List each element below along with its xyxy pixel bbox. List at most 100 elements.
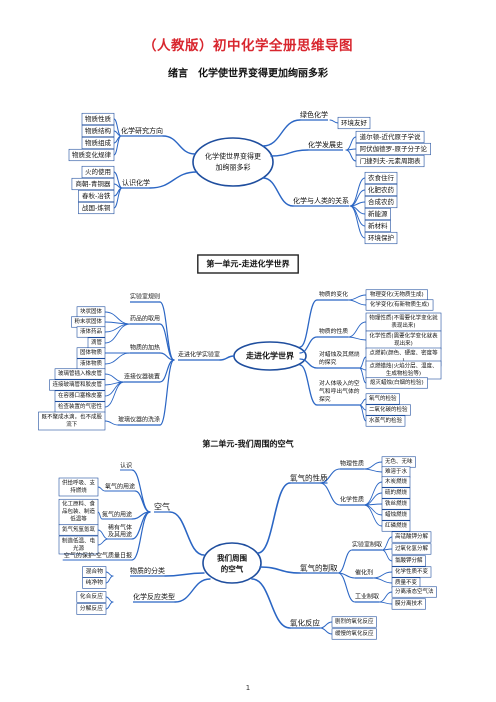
preface-leaf-line — [349, 205, 366, 239]
unit2-leaf: 低温等 — [70, 515, 87, 523]
preface-leaf-know: 战国-炼铜 — [82, 203, 111, 212]
unit2-leaf: 品包装、制造 — [62, 507, 96, 515]
preface-branch-line — [162, 135, 196, 155]
unit1-leaf: 液体药品 — [80, 327, 103, 335]
unit2-sub-label: 化学性质 — [340, 496, 364, 504]
unit2-leaf: 分离液态空气法 — [395, 587, 434, 595]
unit2-center-label: 我们周围 — [217, 553, 247, 563]
unit2-leaf-line — [319, 621, 333, 629]
unit2-leaf-box — [381, 498, 411, 510]
preface-leaf-line — [329, 119, 339, 124]
unit2-leaf: 缓慢的氧化反应 — [335, 629, 374, 637]
unit1-leaf-line — [347, 321, 367, 338]
page-number: 1 — [245, 684, 251, 692]
preface-leaf-know: 火的使用 — [85, 167, 111, 176]
preface-leaf-line — [113, 183, 123, 189]
unit1-branch-label: 气和呼出气体的 — [319, 387, 360, 395]
preface-heading: 绪言 化学使世界变得更加绚丽多彩 — [168, 67, 328, 80]
unit1-leaf: 表现出来) — [391, 321, 415, 329]
preface-branch-human: 化学与人类的关系 — [293, 196, 349, 205]
preface-leaf-human: 新能源 — [368, 209, 388, 218]
unit2-leaf-box — [58, 524, 99, 536]
unit1-leaf-box — [76, 347, 106, 359]
preface-leaf-line — [349, 201, 366, 207]
preface-leaf-human-box — [364, 171, 398, 185]
preface-leaf-history-box — [355, 142, 431, 156]
preface-branch-research: 化学研究方向 — [121, 126, 163, 135]
unit2-leaf-line — [363, 468, 383, 473]
unit2-leaf-line — [372, 577, 393, 584]
preface-leaf-human-box — [364, 207, 391, 221]
unit1-sub-label: 玻璃仪器的洗涤 — [118, 416, 160, 424]
preface-leaf-know-box — [71, 177, 115, 191]
unit2-leaf-line — [363, 461, 383, 470]
unit2-leaf: 蜡烛燃烧 — [385, 510, 408, 518]
unit2-leaf: 氦气氖氩氪氙 — [62, 525, 96, 533]
unit2-sub-label: 认识 — [120, 462, 132, 470]
unit1-leaf-line — [347, 294, 367, 301]
unit2-leaf: 光源 — [73, 544, 85, 552]
unit2-sub-label: 工业制取 — [355, 593, 379, 601]
preface-branch-know: 认识化学 — [122, 178, 150, 187]
unit2-leaf-box — [391, 555, 426, 567]
unit2-leaf: 制造低温、电 — [62, 536, 96, 544]
unit2-branch-air: 空气 — [154, 502, 170, 512]
preface-center-label: 化学使世界变得更 — [205, 152, 261, 161]
preface-leaf-human-box — [364, 231, 398, 245]
unit1-leaf: 生成物检验等) — [386, 369, 421, 377]
preface-leaf-history-box — [355, 154, 425, 168]
unit2-leaf-line — [363, 504, 383, 516]
preface-branch-line — [149, 171, 198, 189]
unit2-sub-label: 空气的保护-空气质量日报 — [64, 552, 132, 560]
preface-branch-history: 化学发展史 — [308, 140, 343, 149]
unit2-branch-o2prop: 氧气的性质 — [290, 473, 328, 483]
unit2-sub-line — [319, 468, 341, 484]
unit2-leaf-line — [372, 571, 393, 579]
unit1-leaf-box — [38, 411, 106, 431]
unit2-leaf: 持燃烧 — [70, 486, 87, 494]
unit2-leaf-box — [391, 531, 432, 543]
unit2-leaf-line — [97, 538, 109, 546]
preface-leaf-research: 物质组成 — [85, 138, 112, 147]
preface-leaf-history: 道尔顿-近代原子学说 — [360, 132, 421, 141]
unit2-leaf: 红磷燃烧 — [385, 521, 408, 529]
unit2-leaf-box — [331, 628, 377, 640]
unit2-branch-line — [259, 566, 301, 574]
unit2-leaf-line — [105, 575, 114, 584]
unit2-leaf-box — [391, 586, 437, 598]
unit1-heading: 第一单元-走进化学世界 — [206, 259, 290, 269]
unit1-leaf: 流下 — [66, 420, 78, 428]
unit1-leaf: 二氧化碳的检验 — [369, 405, 408, 413]
preface-leaf-know: 春秋-冶铁 — [82, 191, 111, 200]
unit2-heading: 第二单元-我们周围的空气 — [202, 439, 293, 449]
unit2-sub-line — [337, 549, 353, 574]
unit1-leaf: 化学变化(有新物质生成) — [370, 300, 429, 308]
unit1-leaf-box — [49, 379, 106, 391]
unit1-leaf: 物理变化(无物质生成) — [370, 290, 424, 298]
unit2-branch-line — [251, 578, 291, 629]
preface-leaf-human: 环境保护 — [368, 233, 394, 242]
unit2-leaf: 难溶于水 — [385, 467, 408, 475]
unit2-sub-label: 催化剂 — [355, 569, 373, 577]
preface-leaf-line — [113, 135, 122, 156]
unit2-sub-label: 氧气的用途 — [105, 483, 135, 491]
unit1-leaf-line — [104, 420, 119, 426]
unit1-leaf-box — [365, 299, 434, 311]
unit2-leaf: 膜分离技术 — [395, 599, 423, 607]
preface-center-label: 加绚丽多彩 — [216, 163, 251, 172]
preface-leaf-research-box — [81, 124, 115, 138]
unit1-leaf-box — [365, 393, 400, 405]
unit2-leaf-box — [331, 616, 377, 628]
unit2-leaf: 硫的燃烧 — [385, 488, 408, 496]
unit1-branch-line — [219, 355, 235, 361]
unit1-sub-line — [159, 359, 175, 426]
preface-leaf-history: 门捷列夫-元素周期表 — [360, 156, 421, 165]
preface-leaf-history: 阿伏伽德罗-原子分子论 — [360, 144, 428, 153]
unit2-leaf-box — [58, 535, 99, 555]
unit2-branch-o2make: 氧气的制取 — [300, 563, 338, 573]
preface-leaf-research: 物质变化规律 — [72, 150, 112, 159]
unit2-branch-line — [174, 578, 211, 603]
unit1-leaf-box — [54, 368, 106, 380]
unit2-sub-line — [319, 482, 341, 506]
preface-branch-line — [270, 149, 309, 157]
